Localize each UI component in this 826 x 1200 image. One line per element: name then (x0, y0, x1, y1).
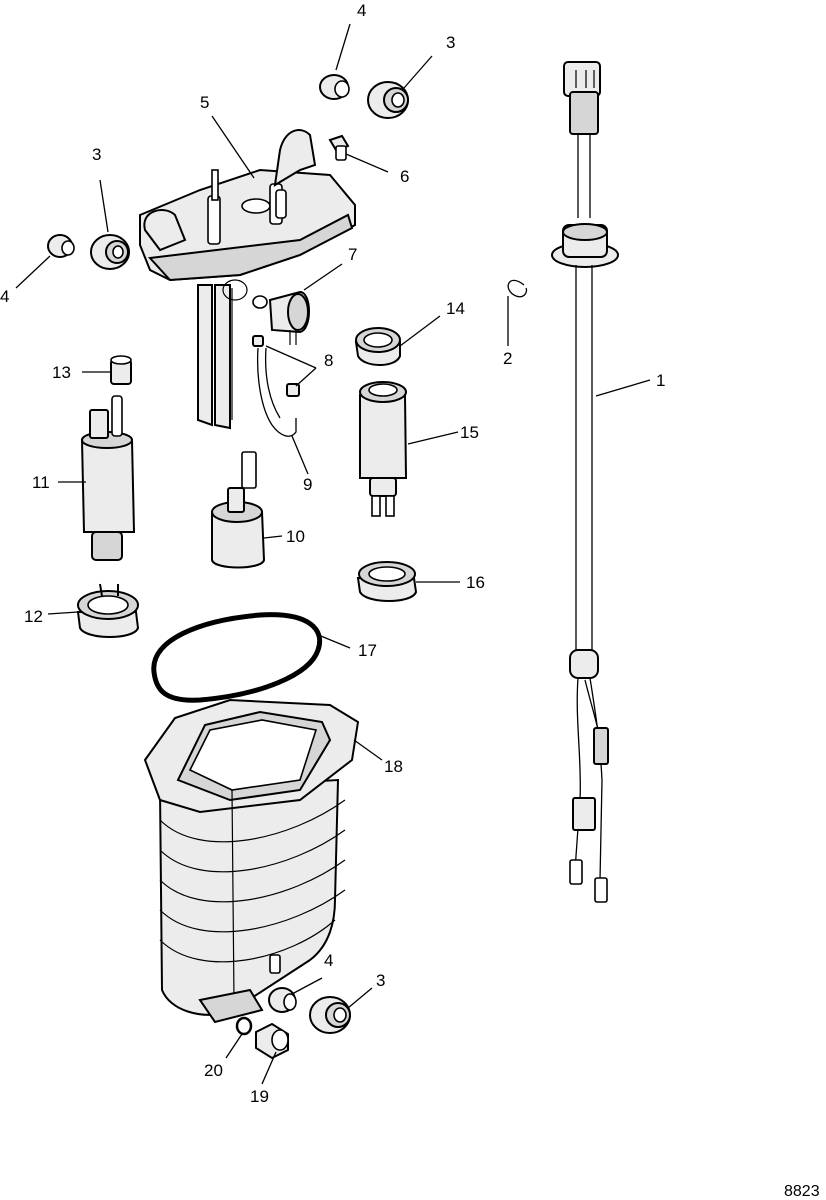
callout-5: 5 (200, 93, 209, 112)
part-8-fitting-lower (286, 383, 300, 397)
part-5-cover-plate (139, 129, 356, 430)
callout-4-left: 4 (0, 287, 9, 306)
callout-13: 13 (52, 363, 71, 382)
callout-8: 8 (324, 351, 333, 370)
callout-10: 10 (286, 527, 305, 546)
callout-4-top: 4 (357, 1, 366, 20)
part-8-fitting-upper (252, 335, 264, 347)
figure-id: 8823 (784, 1183, 820, 1200)
callout-9: 9 (303, 475, 312, 494)
callout-18: 18 (384, 757, 403, 776)
part-16-retainer-ring (356, 561, 418, 602)
callout-17: 17 (358, 641, 377, 660)
part-4-spacer-bottom (268, 987, 297, 1013)
part-3-grommet-bottom (309, 996, 351, 1034)
callout-11: 11 (32, 473, 50, 492)
callout-14: 14 (446, 299, 465, 318)
part-12-retainer-ring (76, 583, 140, 638)
part-1-harness-tube (551, 61, 619, 903)
part-15-pump (359, 381, 408, 517)
leader-lines (15, 23, 651, 1085)
part-13-sleeve (110, 355, 132, 385)
part-4-spacer-top (319, 74, 350, 100)
part-9-hose (256, 347, 297, 437)
callout-1: 1 (656, 371, 665, 390)
part-4-spacer-left (47, 234, 75, 258)
part-10-filter (211, 451, 266, 569)
callout-3-left: 3 (92, 145, 101, 164)
part-14-seal-ring (354, 327, 401, 366)
part-11-fuel-pump (80, 395, 136, 561)
callout-3-bottom: 3 (376, 971, 385, 990)
callout-6: 6 (400, 167, 409, 186)
callout-4-bottom: 4 (324, 951, 333, 970)
callout-15: 15 (460, 423, 479, 442)
callout-2: 2 (503, 349, 512, 368)
callout-3-top: 3 (446, 33, 455, 52)
callout-16: 16 (466, 573, 485, 592)
part-20-o-ring (235, 1016, 253, 1036)
callout-7: 7 (348, 245, 357, 264)
part-3-grommet-left (90, 234, 130, 270)
callout-20: 20 (204, 1061, 223, 1080)
part-2-retaining-clip (507, 279, 528, 298)
callout-12: 12 (24, 607, 43, 626)
part-19-drain-plug (255, 1022, 289, 1060)
part-7-pressure-regulator (252, 290, 310, 345)
part-3-grommet-top (367, 81, 409, 119)
part-17-gasket (151, 612, 322, 703)
part-6-bolt (328, 134, 350, 161)
part-18-reservoir-housing (143, 698, 360, 1024)
callout-19: 19 (250, 1087, 269, 1106)
